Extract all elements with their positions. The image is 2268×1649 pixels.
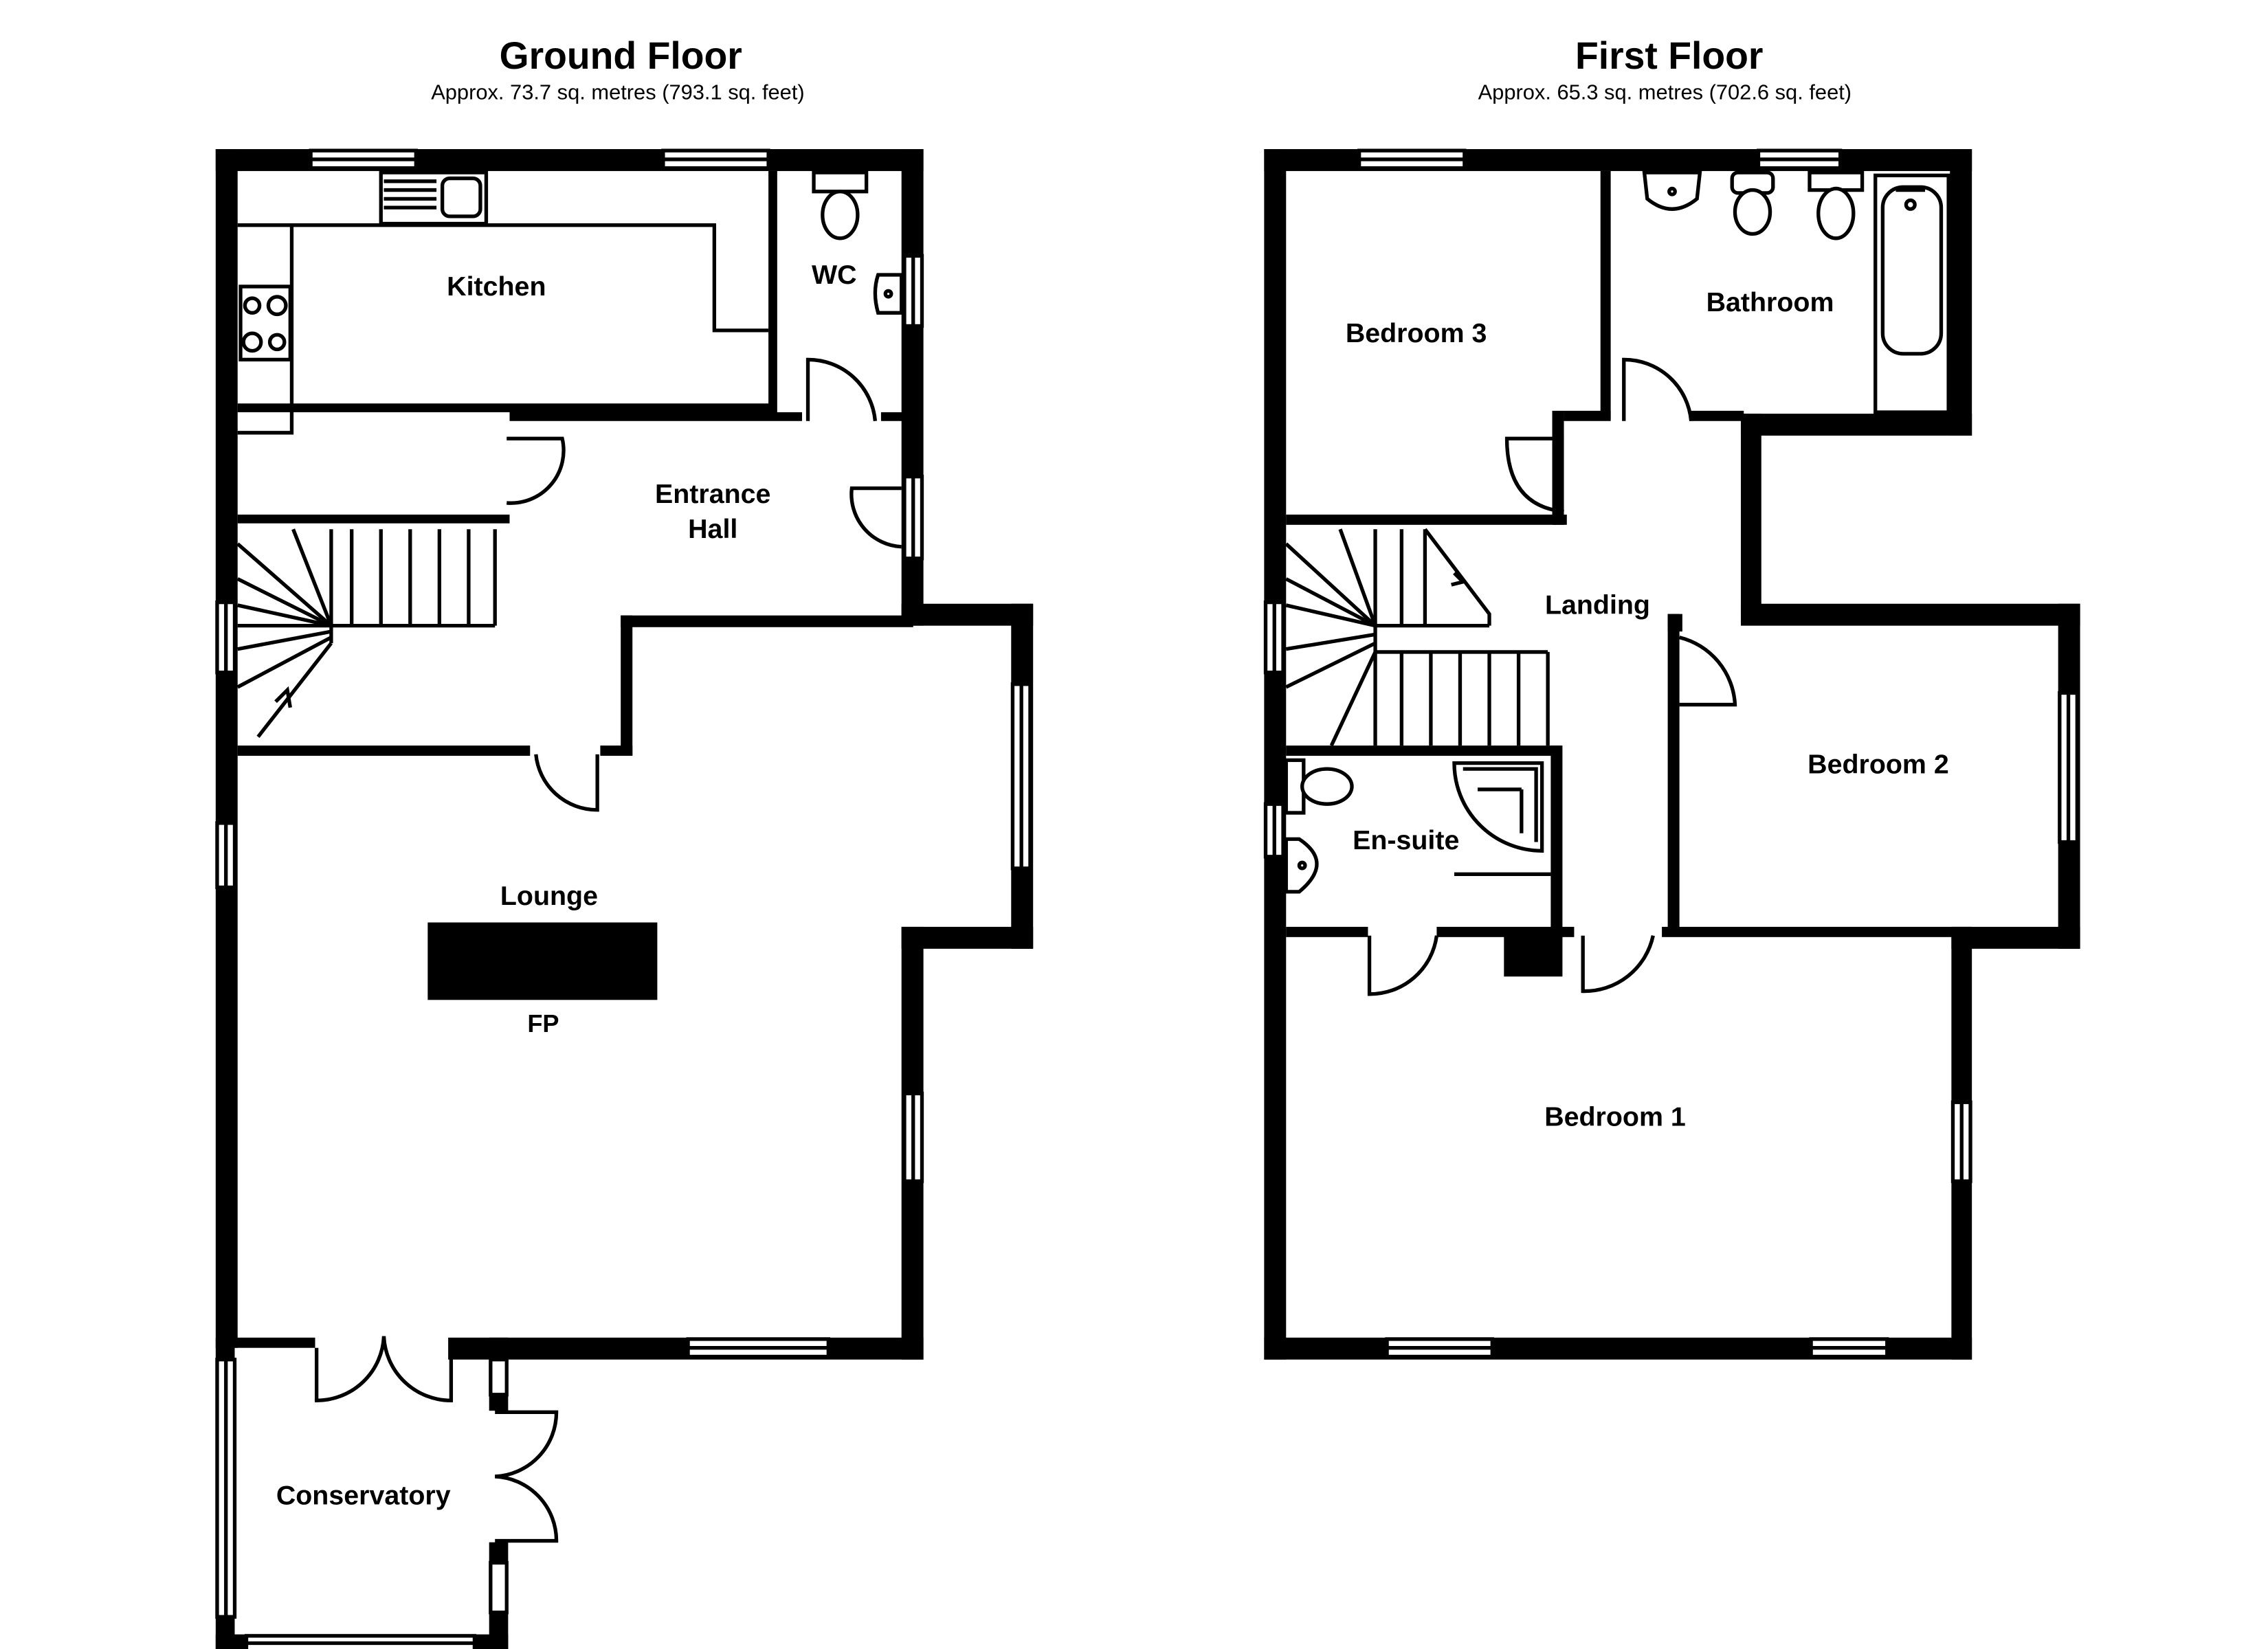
ground-floor-plan bbox=[215, 148, 1034, 1649]
label-wc: WC bbox=[812, 260, 857, 290]
first-floor-area: Approx. 65.3 sq. metres (702.6 sq. feet) bbox=[1478, 80, 1852, 104]
label-bedroom2: Bedroom 2 bbox=[1808, 750, 1949, 780]
label-fp: FP bbox=[527, 1009, 559, 1037]
label-ensuite: En-suite bbox=[1353, 825, 1459, 855]
first-floor-plan bbox=[1263, 148, 2080, 1360]
label-entrance: Entrance bbox=[655, 479, 770, 509]
first-stairs bbox=[1285, 528, 1550, 747]
fireplace-block bbox=[427, 922, 658, 1000]
label-kitchen: Kitchen bbox=[447, 271, 546, 302]
label-landing: Landing bbox=[1545, 590, 1650, 620]
label-lounge: Lounge bbox=[500, 881, 598, 911]
ground-floor-title: Ground Floor bbox=[500, 34, 742, 77]
label-bedroom1: Bedroom 1 bbox=[1544, 1101, 1686, 1132]
ground-floor-labels: Kitchen WC Entrance Hall Lounge FP Conse… bbox=[276, 260, 857, 1511]
ground-floor-area: Approx. 73.7 sq. metres (793.1 sq. feet) bbox=[431, 80, 804, 104]
first-floor-title: First Floor bbox=[1575, 34, 1763, 77]
label-bathroom: Bathroom bbox=[1706, 287, 1834, 317]
label-conservatory: Conservatory bbox=[276, 1480, 451, 1510]
label-hall: Hall bbox=[688, 514, 737, 544]
first-floor-labels: Bedroom 3 Bathroom Landing Bedroom 2 En-… bbox=[1346, 287, 1949, 1132]
label-bedroom3: Bedroom 3 bbox=[1346, 318, 1487, 348]
ground-stairs bbox=[236, 528, 497, 738]
